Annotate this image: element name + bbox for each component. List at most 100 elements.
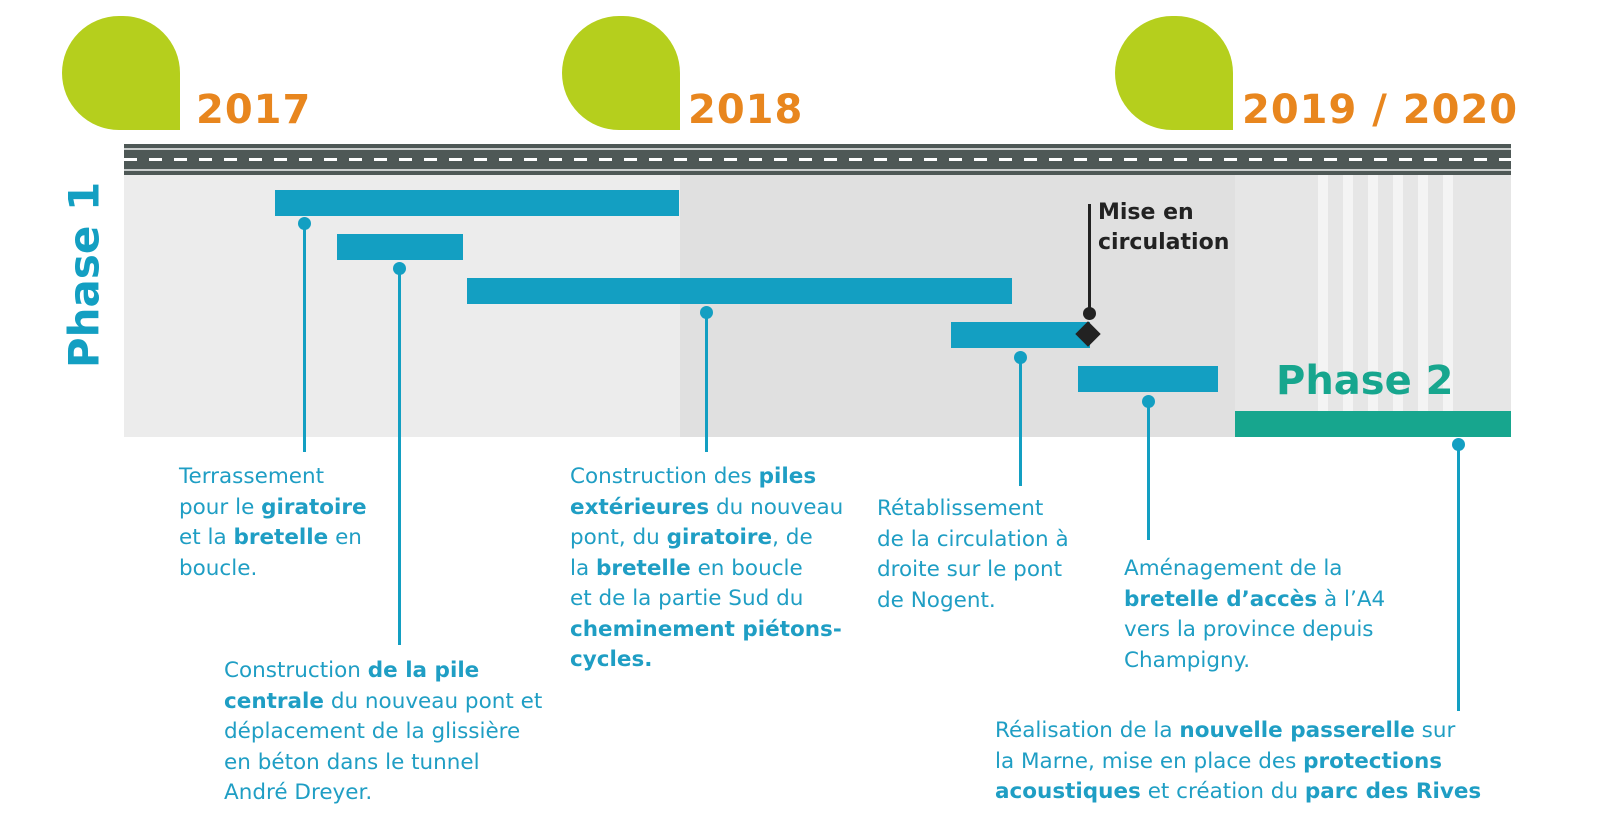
- task-description-line: Construction des piles: [570, 462, 843, 493]
- description-keyword: giratoire: [261, 494, 367, 520]
- description-text: Réalisation de la: [995, 718, 1180, 743]
- description-text: à l’A4: [1317, 586, 1386, 612]
- year-2018-label: 2018: [688, 87, 804, 133]
- task-description-line: Terrassement: [179, 462, 367, 493]
- description-text: en boucle: [690, 555, 803, 581]
- task-description-line: pont, du giratoire, de: [570, 523, 843, 554]
- milestone-label-line-1: Mise en: [1098, 200, 1194, 225]
- description-text: Construction des: [570, 464, 759, 489]
- connector-dot: [700, 306, 713, 319]
- milestone-label-line-2: circulation: [1098, 230, 1230, 255]
- connector-dot: [1142, 395, 1155, 408]
- phase-2-label: Phase 2: [1276, 358, 1454, 404]
- stripe: [1418, 175, 1428, 437]
- description-keyword: acoustiques: [995, 779, 1141, 804]
- road: [124, 144, 1511, 175]
- task-description-line: déplacement de la glissière: [224, 717, 542, 748]
- task-description-line: cycles.: [570, 645, 843, 676]
- task-description-line: et la bretelle en: [179, 523, 367, 554]
- connector-line: [398, 267, 401, 645]
- description-text: du nouveau pont et: [323, 688, 543, 714]
- milestone-dot: [1083, 307, 1096, 320]
- description-text: du nouveau: [709, 494, 844, 520]
- connector-dot: [393, 262, 406, 275]
- year-2019-2020-label: 2019 / 2020: [1242, 87, 1519, 133]
- connector-dot: [1014, 351, 1027, 364]
- description-text: la: [570, 555, 596, 581]
- task-description-line: et de la partie Sud du: [570, 584, 843, 615]
- connector-dot: [298, 217, 311, 230]
- description-keyword: cheminement piétons-: [570, 616, 842, 642]
- stripe: [1318, 175, 1328, 437]
- road-center-line: [124, 158, 1511, 161]
- description-keyword: de la pile: [367, 658, 480, 683]
- task-bar-terrassement: [275, 190, 679, 216]
- task-bar-bretelle-acces: [1078, 366, 1218, 392]
- description-text: Terrassement: [179, 464, 325, 489]
- description-keyword: cycles.: [570, 647, 653, 672]
- description-text: pont, du: [570, 525, 667, 550]
- description-keyword: centrale: [224, 688, 324, 714]
- phase-1-label: Phase 1: [59, 181, 109, 369]
- description-text: sur: [1414, 718, 1456, 743]
- band-2017: [124, 175, 680, 437]
- connector-line: [1147, 400, 1150, 540]
- description-text: pour le: [179, 494, 262, 520]
- year-2017-marker: [62, 16, 180, 130]
- description-text: André Dreyer.: [224, 780, 373, 805]
- description-text: Champigny.: [1124, 647, 1251, 673]
- task-bar-pile-centrale: [337, 234, 463, 260]
- description-text: et création du: [1140, 779, 1305, 804]
- milestone-label: Mise en circulation: [1098, 198, 1229, 258]
- description-keyword: bretelle: [595, 555, 691, 581]
- description-text: de la circulation à: [877, 526, 1069, 552]
- connector-line: [705, 311, 708, 452]
- task-description-line: Aménagement de la: [1124, 554, 1385, 585]
- stripe: [1443, 175, 1453, 437]
- connector-line: [1019, 356, 1022, 486]
- task-description-line: centrale du nouveau pont et: [224, 687, 542, 718]
- task-description-line: en béton dans le tunnel: [224, 748, 542, 779]
- task-description-line: cheminement piétons-: [570, 615, 843, 646]
- description-text: de Nogent.: [877, 587, 996, 613]
- description-keyword: nouvelle passerelle: [1179, 718, 1415, 743]
- description-text: déplacement de la glissière: [224, 719, 521, 744]
- description-text: Rétablissement: [877, 496, 1044, 521]
- description-keyword: extérieures: [570, 494, 710, 520]
- stripe: [1393, 175, 1403, 437]
- year-2019-2020-marker: [1115, 16, 1233, 130]
- band-2018: [680, 175, 1235, 437]
- task-bar-piles-exterieures: [467, 278, 1012, 304]
- task-description-line: André Dreyer.: [224, 778, 542, 809]
- description-text: en: [328, 525, 362, 550]
- year-2017-label: 2017: [196, 87, 312, 133]
- task-bar-retablissement: [951, 322, 1090, 348]
- description-text: et la: [179, 525, 234, 550]
- description-text: la Marne, mise en place des: [995, 748, 1304, 774]
- task-description: Réalisation de la nouvelle passerelle su…: [995, 716, 1481, 808]
- connector-line: [1457, 444, 1460, 711]
- stripe: [1368, 175, 1378, 437]
- task-description-line: extérieures du nouveau: [570, 493, 843, 524]
- year-2018-marker: [562, 16, 680, 130]
- task-description-line: Construction de la pile: [224, 656, 542, 687]
- task-description-line: pour le giratoire: [179, 493, 367, 524]
- task-description-line: la bretelle en boucle: [570, 554, 843, 585]
- task-bar-phase-2: [1235, 411, 1511, 437]
- description-text: droite sur le pont: [877, 557, 1063, 582]
- task-description-line: la Marne, mise en place des protections: [995, 747, 1481, 778]
- road-edge-bottom: [124, 169, 1511, 171]
- description-keyword: piles: [758, 464, 817, 489]
- task-description-line: Rétablissement: [877, 494, 1069, 525]
- description-text: en béton dans le tunnel: [224, 749, 480, 775]
- description-keyword: bretelle d’accès: [1124, 586, 1318, 612]
- task-description: Rétablissement de la circulation à droite …: [877, 494, 1069, 616]
- description-text: et de la partie Sud du: [570, 586, 804, 611]
- task-description-line: de la circulation à: [877, 525, 1069, 556]
- road-edge-top: [124, 148, 1511, 150]
- description-text: , de: [772, 525, 813, 550]
- milestone-line: [1088, 204, 1091, 315]
